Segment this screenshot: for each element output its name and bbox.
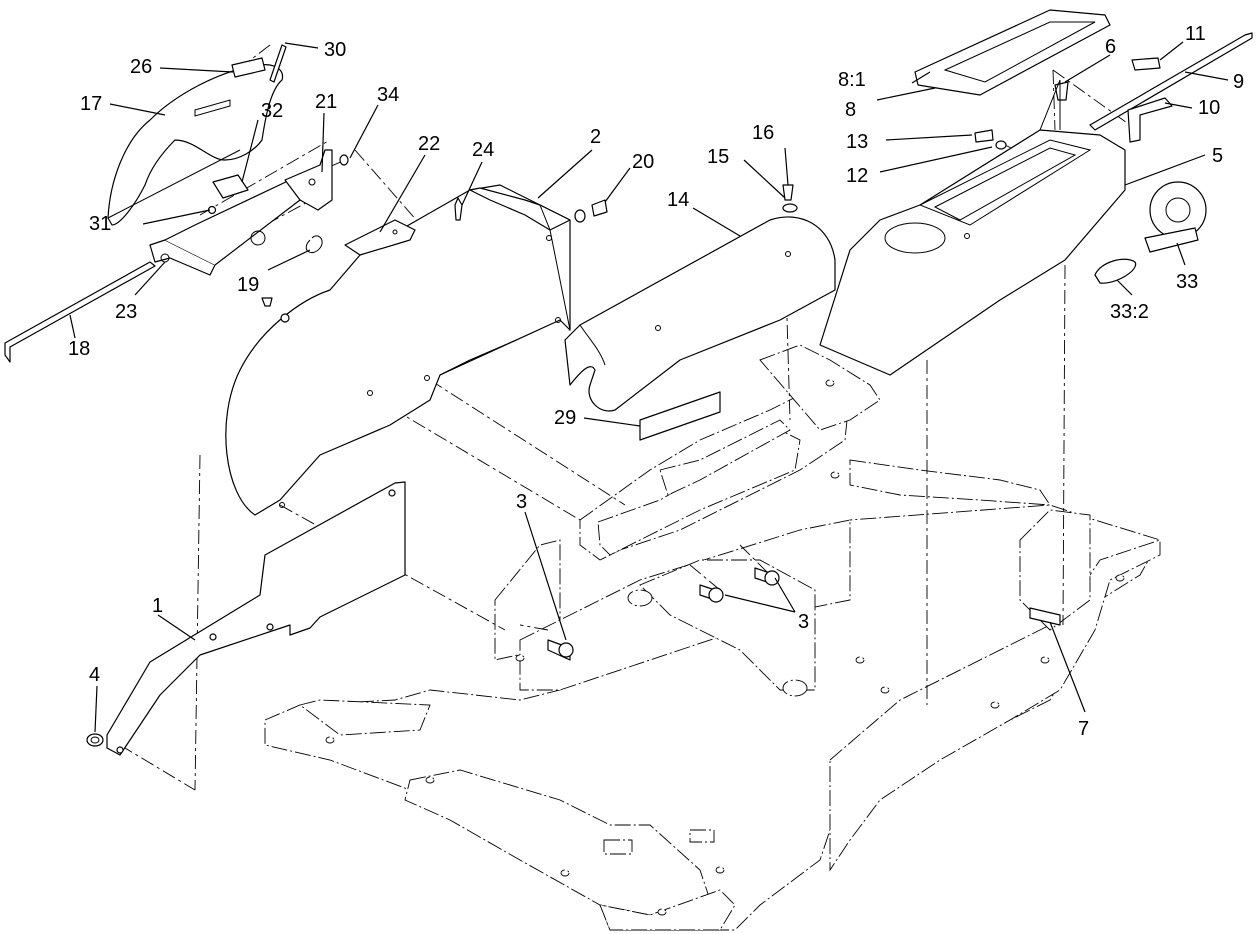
callout-8: 8: [845, 99, 856, 121]
callout-14: 14: [667, 189, 689, 211]
chassis-frame: [264, 344, 1161, 931]
callout-7: 7: [1078, 718, 1089, 740]
callout-34: 34: [377, 84, 399, 106]
callout-12: 12: [846, 165, 868, 187]
screw-part-6: [1054, 81, 1069, 101]
callout-21: 21: [315, 91, 337, 113]
callout-9: 9: [1233, 71, 1244, 93]
callout-31: 31: [89, 213, 111, 235]
mount-plate-part-23: [149, 179, 301, 276]
hardware-bolts: [207, 44, 1069, 661]
decal-part-29: [639, 391, 721, 441]
callout-1: 1: [152, 595, 163, 617]
callout-11: 11: [1185, 23, 1206, 45]
callout-labels: 26 17 30 32 21 34 22 24 2 20 31 23 19 18…: [68, 23, 1244, 740]
clip-part-19: [305, 235, 323, 253]
callout-13: 13: [846, 131, 868, 153]
decal-part-7: [1029, 607, 1061, 626]
control-valve-assembly: [597, 419, 801, 556]
callout-6: 6: [1105, 36, 1116, 58]
callout-10: 10: [1198, 97, 1220, 119]
armrest-part-5: [819, 79, 1126, 376]
bolt-part-20: [591, 199, 608, 217]
armrest-pad-part-8: [914, 9, 1111, 96]
plate-part-26: [231, 57, 266, 78]
bracket-part-22: [344, 219, 416, 256]
screw-part-24: [454, 197, 463, 221]
callout-17: 17: [80, 93, 102, 115]
screw-part-16: [782, 184, 794, 201]
callout-8-1: 8:1: [838, 69, 866, 91]
cover-part-14: [564, 216, 836, 412]
callout-30: 30: [324, 39, 346, 61]
rod-part-9: [1089, 32, 1253, 131]
clip-part-11: [1131, 57, 1161, 71]
ring-part-34: [339, 154, 349, 166]
console-housing-part-2: [225, 184, 571, 516]
pad-part-32: [212, 174, 249, 199]
callout-leaders: [69, 41, 1229, 733]
callout-19: 19: [237, 274, 259, 296]
callout-3-lower: 3: [798, 611, 809, 633]
handle-part-17: [107, 64, 284, 226]
callout-5: 5: [1212, 145, 1223, 167]
callout-22: 22: [418, 133, 440, 155]
bolt-part-19b: [261, 297, 273, 307]
callout-16: 16: [752, 122, 774, 144]
callout-15: 15: [707, 146, 729, 168]
callout-24: 24: [472, 139, 494, 161]
callout-18: 18: [68, 338, 90, 360]
callout-29: 29: [554, 407, 576, 429]
rod-part-18: [4, 261, 156, 363]
bolt-part-13: [974, 129, 994, 143]
screw-part-30: [269, 44, 287, 83]
nut-part-4: [86, 733, 104, 747]
callout-20: 20: [632, 151, 654, 173]
washer-part-15: [782, 203, 798, 213]
callout-3-upper: 3: [516, 491, 527, 513]
bracket-part-10: [1127, 97, 1173, 143]
callout-32: 32: [261, 100, 283, 122]
key-fob-part-33-2: [1094, 258, 1137, 284]
callout-2: 2: [590, 126, 601, 148]
key-part-33: [1144, 181, 1207, 253]
callout-33: 33: [1176, 271, 1198, 293]
washer-part-12: [995, 140, 1007, 150]
callout-26: 26: [130, 56, 152, 78]
side-panel-part-1: [106, 481, 406, 756]
callout-4: 4: [89, 664, 100, 686]
bracket-part-21: [284, 149, 333, 211]
callout-23: 23: [115, 301, 137, 323]
callout-33-2: 33:2: [1110, 301, 1149, 323]
